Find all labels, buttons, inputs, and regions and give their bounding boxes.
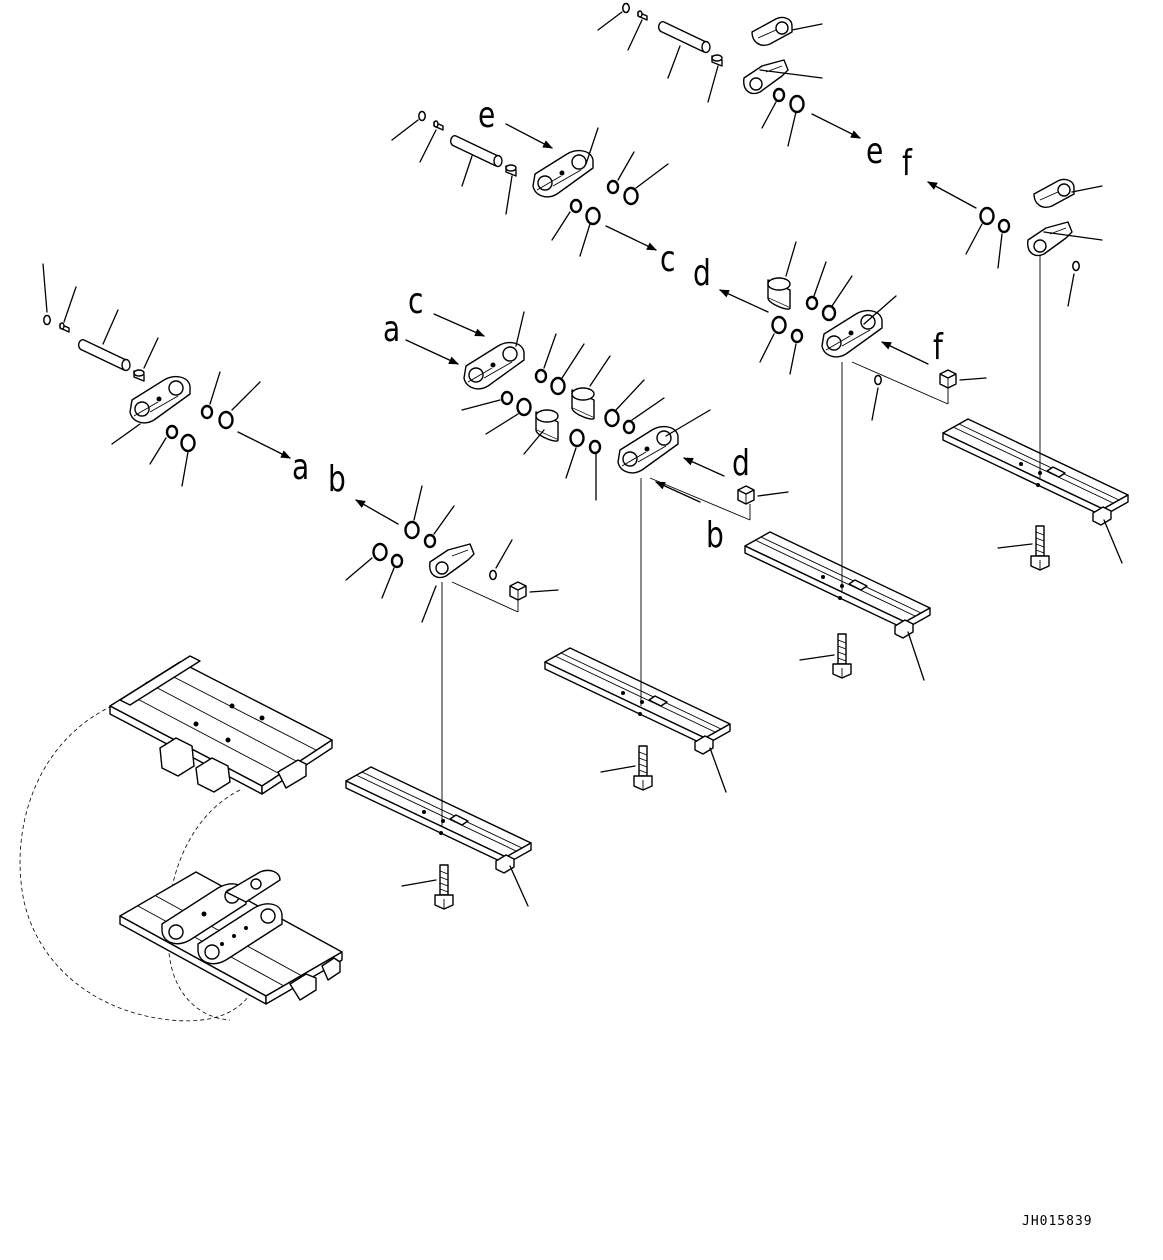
link-assembly-e [391, 110, 669, 257]
link-assembly-f [927, 178, 1103, 307]
ref-letter-a: a [292, 447, 310, 488]
track-shoe [942, 418, 1129, 571]
ref-letter-f: f [933, 327, 943, 368]
ref-letter-c: c [408, 281, 424, 322]
ref-letter-e: e [478, 95, 496, 136]
ref-letter-e: e [866, 131, 884, 172]
link-assembly-ac [405, 311, 789, 521]
track-shoe [744, 531, 931, 681]
link-assembly-b [345, 485, 559, 623]
ref-letter-d: d [693, 253, 711, 294]
link-assembly-top [597, 2, 861, 147]
ref-letter-d: d [732, 443, 750, 484]
ref-letter-a: a [383, 309, 401, 350]
link-assembly-d [719, 241, 987, 421]
assembled-track-loop [19, 655, 343, 1022]
link-assembly-left [42, 263, 291, 487]
ref-letter-f: f [902, 143, 912, 184]
ref-letter-c: c [660, 239, 676, 280]
ref-letter-b: b [706, 515, 724, 556]
track-shoe [345, 766, 532, 910]
ref-letter-b: b [328, 459, 346, 500]
track-shoe [544, 647, 731, 793]
drawing-code: JH015839 [1022, 1214, 1093, 1229]
alignment-lines [441, 248, 1041, 826]
